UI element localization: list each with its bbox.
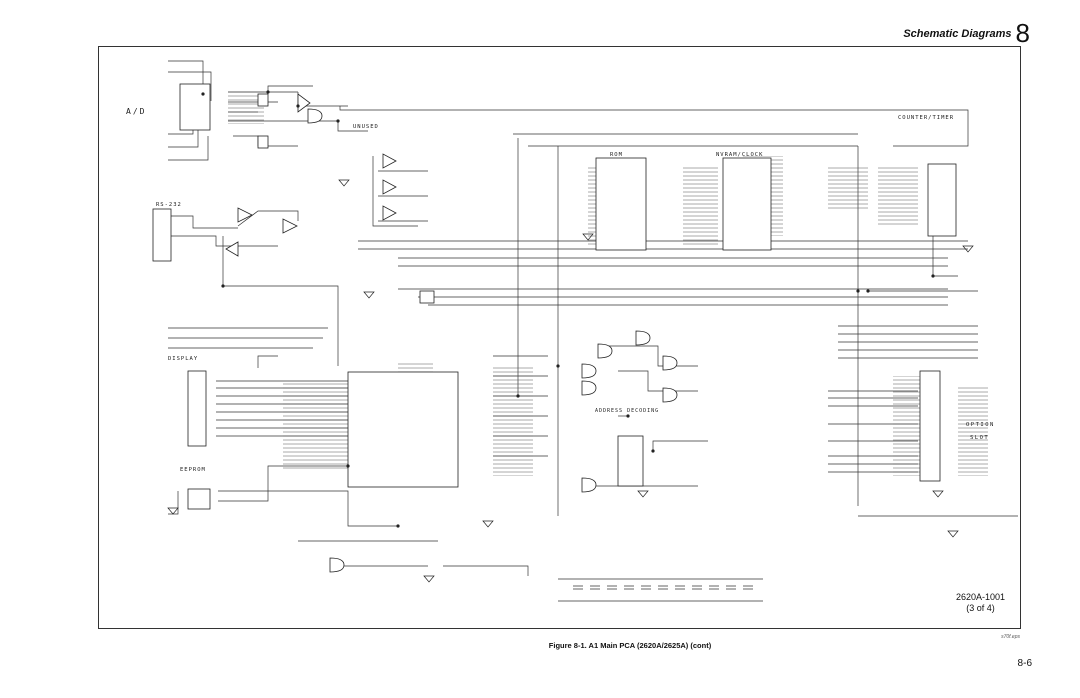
- section-number: 8: [1015, 18, 1030, 48]
- block-label-option-slot-line2: SLOT: [970, 435, 989, 441]
- block-label-option-slot-line1: OPTION: [966, 422, 995, 428]
- source-id: s70f.eps: [1001, 634, 1020, 640]
- bus-groups: [228, 90, 988, 476]
- wiring: [168, 60, 1018, 602]
- sheet-index: (3 of 4): [966, 603, 995, 613]
- block-label-eeprom: EEPROM: [180, 467, 206, 473]
- block-label-rom: ROM: [610, 152, 623, 158]
- part-number: 2620A-1001: [955, 592, 1005, 602]
- header-title: Schematic Diagrams: [903, 28, 1012, 40]
- page-header: Schematic Diagrams 8: [903, 16, 1030, 46]
- block-label-unused: UNUSED: [353, 124, 379, 130]
- junctions: [201, 90, 935, 528]
- chips: [152, 83, 957, 510]
- block-label-counter-timer: COUNTER/TIMER: [898, 115, 954, 121]
- part-number-block: 2620A-1001 (3 of 4): [956, 592, 1005, 614]
- capacitor-row: [573, 585, 753, 590]
- block-label-ad: A/D: [126, 107, 146, 116]
- page-number: 8-6: [1017, 658, 1032, 669]
- gates: [225, 93, 678, 573]
- block-label-display: DISPLAY: [168, 356, 198, 362]
- block-label-rs232: RS-232: [156, 202, 182, 208]
- schematic-frame: [98, 46, 1021, 629]
- schematic-diagram: A/D UNUSED COUNTER/TIMER RS-232 ROM NVRA…: [126, 60, 1018, 602]
- ground-symbols: [167, 179, 974, 583]
- block-label-nvram: NVRAM/CLOCK: [716, 152, 763, 158]
- figure-caption: Figure 8-1. A1 Main PCA (2620A/2625A) (c…: [548, 641, 712, 650]
- block-label-address-decoding: ADDRESS DECODING: [595, 408, 659, 414]
